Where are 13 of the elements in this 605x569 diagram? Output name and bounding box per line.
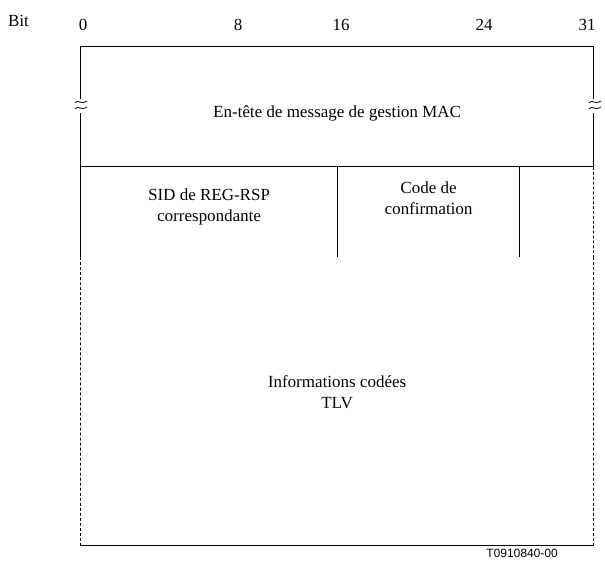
bit-number: 16 [332,16,350,33]
figure-id: T0910840-00 [486,547,558,559]
bit-number: 8 [234,16,242,33]
field-label: Informations codées TLV [266,370,408,414]
bit-number: 0 [78,16,88,33]
axis-title: Bit [8,12,29,29]
bit-number: 31 [578,16,596,33]
dashed-field-box [80,257,594,546]
field-label: En-tête de message de gestion MAC [212,101,462,122]
bit-number: 24 [476,16,492,33]
field-box [80,46,594,167]
field-label: Code de confirmation [384,177,474,220]
field-label: SID de REG-RSP correspondante [147,184,271,227]
